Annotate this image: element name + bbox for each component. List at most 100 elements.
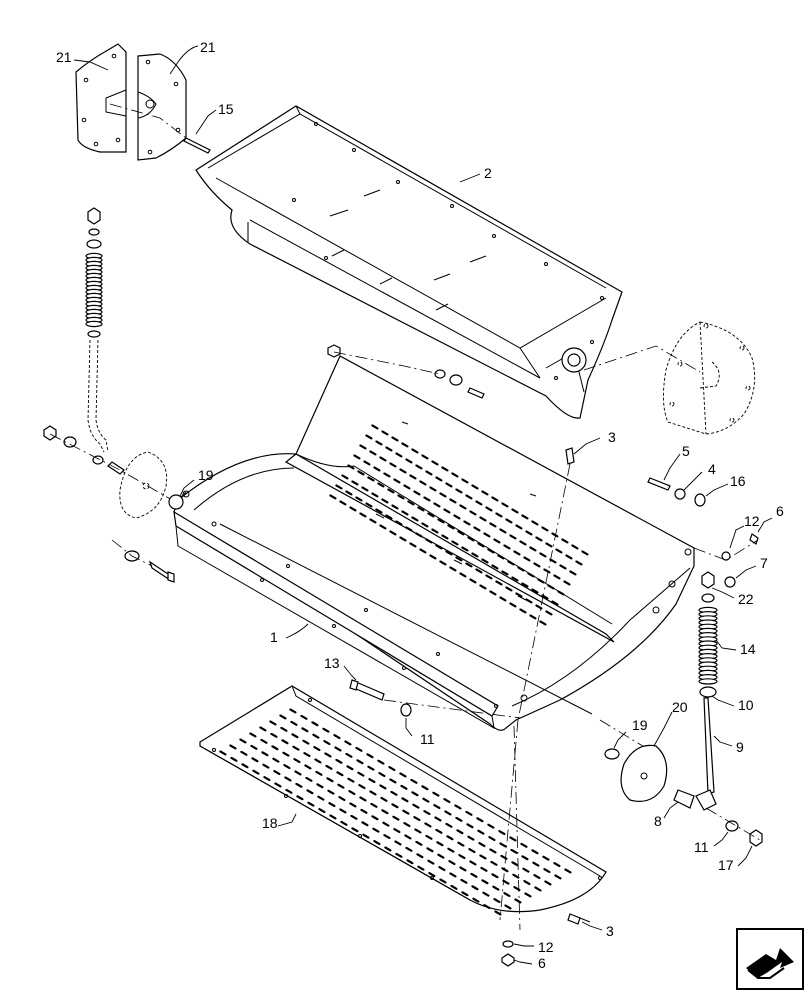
slot — [487, 823, 495, 829]
slot — [535, 604, 543, 610]
slot — [545, 610, 553, 616]
slot — [262, 763, 270, 769]
slot — [271, 745, 279, 751]
slot — [387, 488, 395, 494]
slot — [448, 860, 456, 866]
slot — [385, 514, 393, 520]
slot — [392, 815, 400, 821]
slot — [356, 759, 364, 765]
slot — [367, 476, 375, 482]
callout-14: 14 — [740, 641, 756, 657]
slot — [379, 524, 387, 530]
slot — [544, 880, 552, 886]
slot — [493, 898, 501, 904]
slot — [463, 520, 471, 526]
slot — [470, 872, 478, 878]
slot — [445, 482, 453, 488]
slot — [383, 472, 391, 478]
slot — [307, 801, 315, 807]
slot — [351, 480, 359, 486]
next-page-button[interactable] — [736, 928, 804, 990]
callout-16: 16 — [730, 473, 746, 489]
slot — [359, 512, 367, 518]
slot — [571, 544, 579, 550]
slot — [347, 777, 355, 783]
slot — [459, 572, 467, 578]
slot — [318, 808, 326, 814]
slot — [357, 771, 365, 777]
callout-1: 1 — [270, 629, 278, 645]
main-concave — [173, 355, 695, 731]
slot — [435, 544, 443, 550]
slot — [471, 885, 479, 891]
slot — [445, 550, 453, 556]
slot — [406, 859, 414, 865]
slot — [361, 486, 369, 492]
slot — [317, 795, 325, 801]
slot — [353, 454, 361, 460]
slot — [395, 452, 403, 458]
slot — [529, 546, 537, 552]
slot — [553, 574, 561, 580]
slot — [513, 550, 521, 556]
slot — [270, 732, 278, 738]
slot — [533, 874, 541, 880]
callout-labels: 21 21 15 2 3 5 4 16 6 12 7 22 19 1 14 13… — [56, 39, 784, 971]
slot — [487, 548, 495, 554]
slot — [355, 746, 363, 752]
callout-5: 5 — [682, 443, 690, 459]
slot — [414, 828, 422, 834]
slot — [435, 828, 443, 834]
slot — [282, 751, 290, 757]
grate-slots — [219, 708, 572, 916]
slot — [450, 884, 458, 890]
slot — [292, 745, 300, 751]
slot — [517, 566, 525, 572]
callout-15: 15 — [218, 101, 234, 117]
slot — [339, 808, 347, 814]
washer-19-left — [168, 494, 184, 510]
slot — [466, 823, 474, 829]
slot — [581, 550, 589, 556]
slot — [411, 448, 419, 454]
slot — [312, 733, 320, 739]
slot — [327, 789, 335, 795]
slot — [459, 866, 467, 872]
slot — [455, 556, 463, 562]
slot — [336, 771, 344, 777]
slot — [449, 872, 457, 878]
slot — [477, 829, 485, 835]
slot — [427, 859, 435, 865]
slot — [400, 784, 408, 790]
slot — [475, 500, 483, 506]
slot — [306, 789, 314, 795]
slot — [426, 847, 434, 853]
right-hardware — [647, 477, 763, 847]
slot — [259, 726, 267, 732]
slot — [326, 777, 334, 783]
slot — [345, 490, 353, 496]
slot — [381, 430, 389, 436]
slot — [480, 866, 488, 872]
slot — [261, 751, 269, 757]
slot — [481, 558, 489, 564]
slot — [465, 494, 473, 500]
slot — [382, 821, 390, 827]
slot — [360, 808, 368, 814]
slot — [549, 558, 557, 564]
slot — [441, 534, 449, 540]
slot — [555, 548, 563, 554]
slot — [401, 797, 409, 803]
slot — [421, 522, 429, 528]
slot — [346, 765, 354, 771]
left-spring-assembly — [43, 207, 125, 475]
slot — [492, 885, 500, 891]
slot — [371, 815, 379, 821]
slot — [281, 739, 289, 745]
slot — [488, 836, 496, 842]
slot — [404, 834, 412, 840]
slot — [219, 750, 227, 756]
slot — [411, 791, 419, 797]
slot — [391, 803, 399, 809]
slot — [455, 816, 463, 822]
